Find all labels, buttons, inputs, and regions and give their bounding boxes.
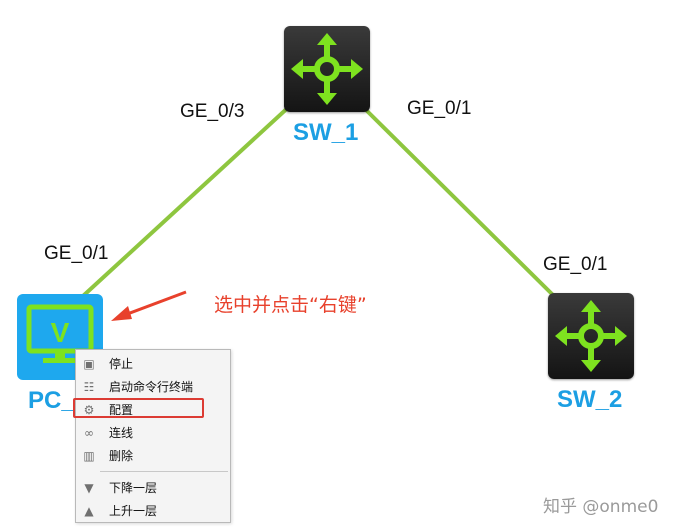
- layer-up-icon: ▲: [84, 504, 94, 518]
- menu-item-delete[interactable]: ▥ 删除: [76, 445, 230, 467]
- switch-arrows-icon: [555, 300, 627, 372]
- stop-icon: ▣: [83, 357, 95, 371]
- menu-item-label: 删除: [109, 449, 134, 463]
- annotation-text: 选中并点击“右键”: [214, 294, 367, 316]
- annotation-arrow-icon: [111, 290, 187, 321]
- device-label-pc: PC_: [28, 387, 75, 414]
- terminal-sliders-icon: ☷: [83, 380, 95, 394]
- menu-item-label: 启动命令行终端: [109, 380, 194, 394]
- menu-item-label: 下降一层: [109, 481, 158, 495]
- port-label-sw2-ge01: GE_0/1: [543, 254, 608, 275]
- menu-separator: [100, 471, 228, 472]
- device-label-sw2: SW_2: [557, 386, 623, 413]
- port-label-pc-ge01: GE_0/1: [44, 243, 109, 264]
- switch-sw1[interactable]: [284, 26, 370, 112]
- trash-icon: ▥: [83, 449, 95, 463]
- menu-item-config[interactable]: ⚙ 配置: [76, 399, 230, 421]
- menu-item-label: 上升一层: [109, 504, 158, 518]
- menu-item-label: 连线: [109, 426, 134, 440]
- menu-item-connect[interactable]: ∞ 连线: [76, 422, 230, 444]
- gear-icon: ⚙: [83, 403, 95, 417]
- menu-item-layer-up[interactable]: ▲ 上升一层: [76, 500, 230, 522]
- link-sw1-pc[interactable]: [81, 102, 294, 298]
- menu-item-start-terminal[interactable]: ☷ 启动命令行终端: [76, 376, 230, 398]
- monitor-icon: V: [26, 304, 94, 363]
- port-label-sw1-ge03: GE_0/3: [180, 101, 245, 122]
- context-menu: ▣ 停止 ☷ 启动命令行终端 ⚙ 配置 ∞ 连线 ▥ 删除 ▼ 下降一层 ▲ 上…: [75, 349, 231, 523]
- menu-item-layer-down[interactable]: ▼ 下降一层: [76, 477, 230, 499]
- link-icon: ∞: [84, 426, 94, 440]
- link-sw1-sw2[interactable]: [358, 102, 558, 300]
- port-label-sw1-ge01: GE_0/1: [407, 98, 472, 119]
- layer-down-icon: ▼: [84, 481, 94, 495]
- switch-sw2[interactable]: [548, 293, 634, 379]
- menu-item-stop[interactable]: ▣ 停止: [76, 353, 230, 375]
- config-highlight-box: [73, 398, 204, 418]
- watermark: 知乎 @onme0: [543, 497, 659, 517]
- menu-item-label: 配置: [109, 403, 134, 417]
- device-label-sw1: SW_1: [293, 119, 359, 146]
- pc-screen-letter: V: [51, 317, 70, 348]
- menu-item-label: 停止: [109, 357, 134, 371]
- switch-arrows-icon: [291, 33, 363, 105]
